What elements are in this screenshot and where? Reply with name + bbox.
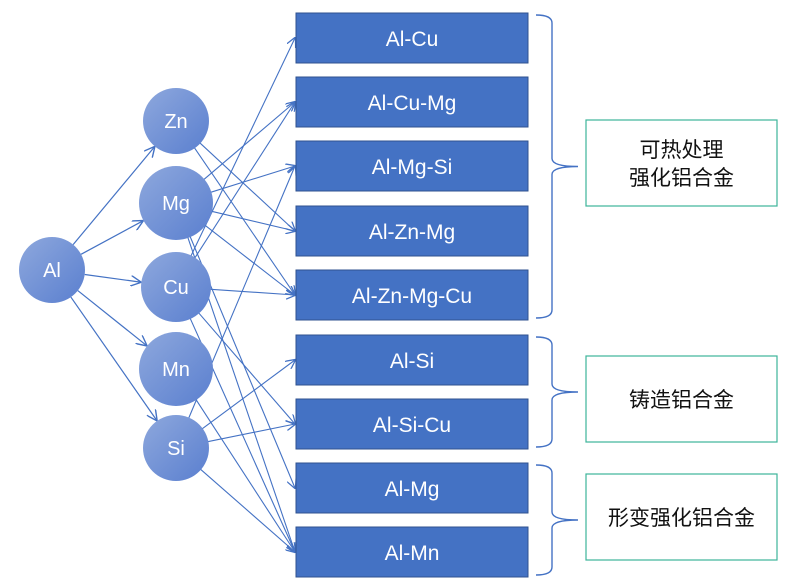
alloy-rect bbox=[295, 12, 529, 64]
alloy-label: Al-Zn-Mg-Cu bbox=[352, 285, 472, 308]
edge-al-mg bbox=[80, 221, 143, 255]
node-mg: Mg bbox=[139, 166, 213, 240]
alloy-box-al-zn-mg: Al-Zn-Mg bbox=[295, 205, 529, 257]
node-mn: Mn bbox=[139, 332, 213, 406]
alloy-rect bbox=[295, 140, 529, 192]
edge-mn-al-mn bbox=[194, 397, 295, 552]
alloy-box-al-si-cu: Al-Si-Cu bbox=[295, 398, 529, 450]
category-rect bbox=[585, 119, 778, 207]
alloy-label: Al-Si bbox=[390, 350, 434, 373]
node-cu-circle bbox=[141, 252, 211, 322]
node-zn: Zn bbox=[143, 88, 209, 154]
alloy-boxes: Al-CuAl-Cu-MgAl-Mg-SiAl-Zn-MgAl-Zn-Mg-Cu… bbox=[295, 12, 529, 578]
category-box-casting: 铸造铝合金 bbox=[585, 355, 778, 443]
node-mg-circle bbox=[139, 166, 213, 240]
edge-mg-al-zn-mg-cu bbox=[203, 223, 295, 295]
node-al-circle bbox=[19, 237, 85, 303]
node-zn-circle bbox=[143, 88, 209, 154]
node-cu: Cu bbox=[141, 252, 211, 322]
alloy-box-al-mg: Al-Mg bbox=[295, 462, 529, 514]
edge-si-al-mn bbox=[199, 467, 295, 552]
alloy-label: Al-Si-Cu bbox=[373, 414, 451, 437]
edge-al-mn bbox=[77, 290, 147, 346]
edge-mg-al-cu-mg bbox=[202, 102, 295, 181]
edge-si-al-si bbox=[200, 360, 295, 431]
edge-zn-al-zn-mg bbox=[198, 141, 295, 231]
edge-si-al-si-cu bbox=[206, 424, 295, 443]
node-al: Al bbox=[19, 237, 85, 303]
alloy-label: Al-Zn-Mg bbox=[369, 221, 455, 244]
alloy-label: Al-Cu-Mg bbox=[368, 92, 457, 115]
category-rect bbox=[585, 355, 778, 443]
alloy-rect bbox=[295, 205, 529, 257]
category-label: 强化铝合金 bbox=[629, 166, 734, 190]
edge-al-cu bbox=[84, 273, 141, 282]
alloy-rect bbox=[295, 76, 529, 128]
edge-al-zn bbox=[72, 147, 154, 246]
category-braces bbox=[535, 14, 579, 576]
edge-al-si bbox=[70, 296, 157, 420]
edge-zn-al-zn-mg-cu bbox=[193, 146, 295, 295]
node-mg-label: Mg bbox=[162, 193, 190, 215]
brace-wrought bbox=[535, 464, 579, 576]
node-mn-circle bbox=[139, 332, 213, 406]
alloy-rect bbox=[295, 398, 529, 450]
alloy-rect bbox=[295, 462, 529, 514]
alloy-box-al-mg-si: Al-Mg-Si bbox=[295, 140, 529, 192]
brace-casting bbox=[535, 336, 579, 448]
edge-cu-al-si-cu bbox=[197, 311, 295, 424]
alloy-rect bbox=[295, 334, 529, 386]
alloy-label: Al-Mg bbox=[385, 478, 440, 501]
node-mn-label: Mn bbox=[162, 359, 190, 381]
alloy-box-al-zn-mg-cu: Al-Zn-Mg-Cu bbox=[295, 269, 529, 321]
node-cu-label: Cu bbox=[163, 277, 189, 299]
alloy-label: Al-Mg-Si bbox=[372, 156, 453, 179]
alloy-label: Al-Cu bbox=[386, 28, 439, 51]
node-zn-label: Zn bbox=[164, 111, 187, 133]
node-si-circle bbox=[143, 415, 209, 481]
alloy-box-al-si: Al-Si bbox=[295, 334, 529, 386]
edge-mg-al-mg-si bbox=[209, 166, 295, 194]
brace-heat-treatable bbox=[535, 14, 579, 319]
category-label: 铸造铝合金 bbox=[629, 388, 734, 412]
category-box-wrought: 形变强化铝合金 bbox=[585, 473, 778, 561]
alloy-rect bbox=[295, 526, 529, 578]
category-label: 可热处理 bbox=[640, 138, 724, 162]
alloy-box-al-cu-mg: Al-Cu-Mg bbox=[295, 76, 529, 128]
category-label: 形变强化铝合金 bbox=[608, 506, 755, 530]
edge-cu-al-zn-mg-cu bbox=[208, 288, 295, 295]
node-si: Si bbox=[143, 415, 209, 481]
edge-mg-al-zn-mg bbox=[209, 210, 295, 231]
category-rect bbox=[585, 473, 778, 561]
alloy-box-al-mn: Al-Mn bbox=[295, 526, 529, 578]
node-si-label: Si bbox=[167, 438, 185, 460]
node-al-label: Al bbox=[43, 260, 61, 282]
alloy-box-al-cu: Al-Cu bbox=[295, 12, 529, 64]
alloy-label: Al-Mn bbox=[385, 542, 440, 565]
edge-cu-al-cu-mg bbox=[193, 102, 295, 260]
alloy-rect bbox=[295, 269, 529, 321]
